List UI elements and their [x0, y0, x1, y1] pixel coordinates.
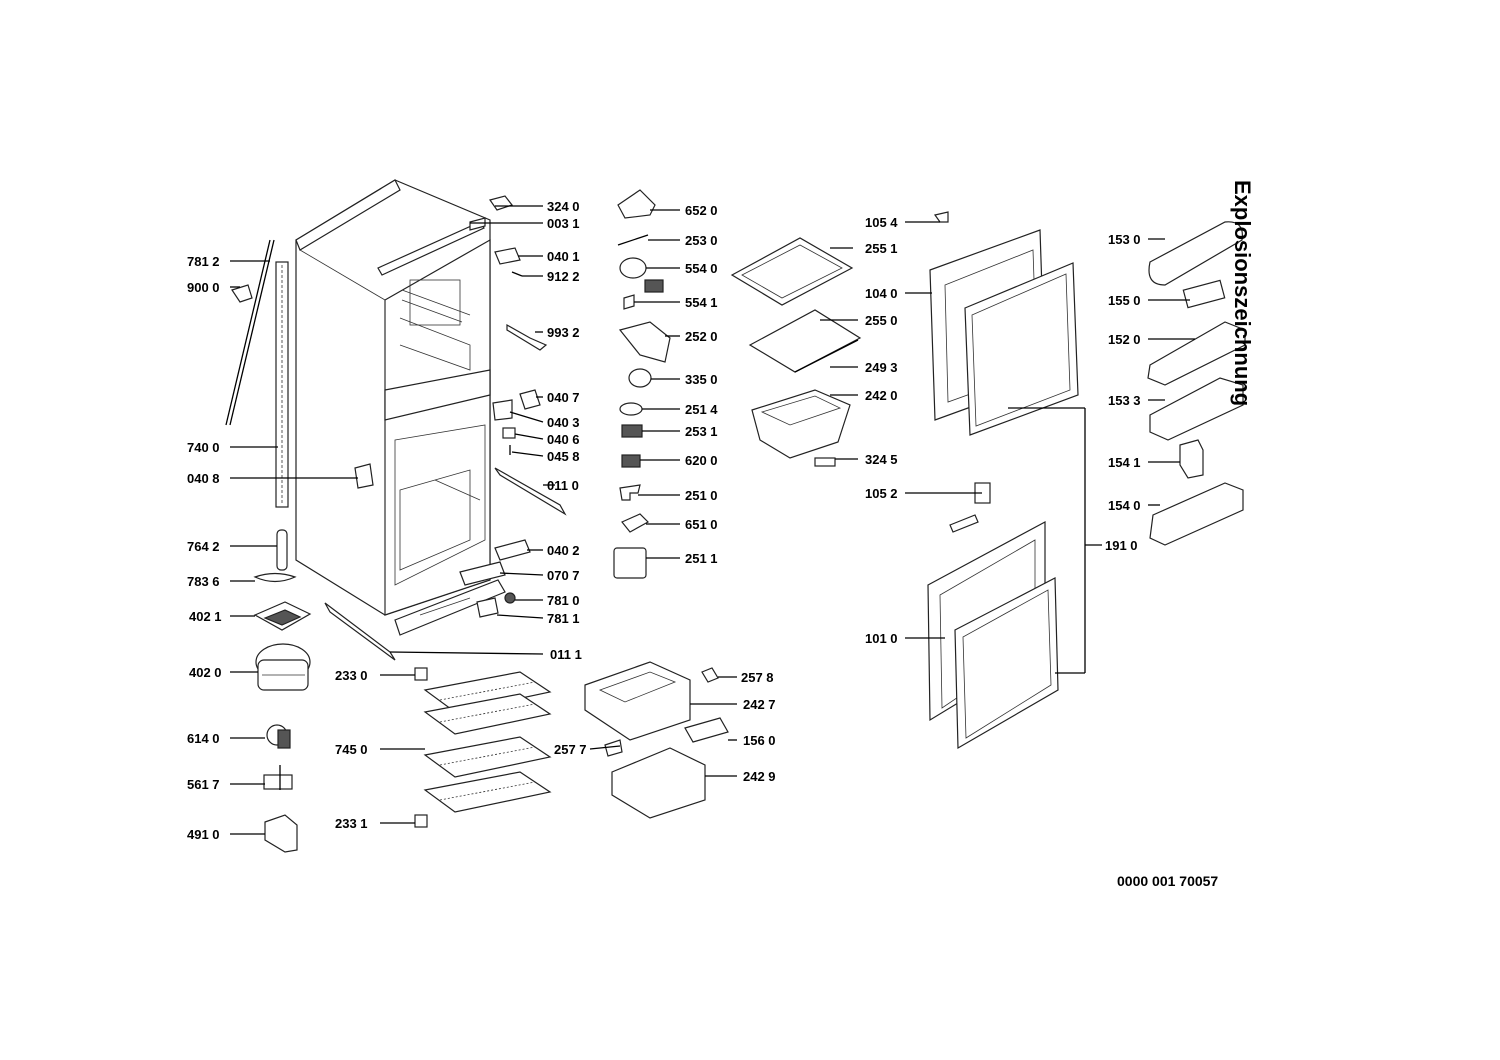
part-label: 781 0 — [547, 593, 580, 608]
part-label: 154 0 — [1108, 498, 1141, 513]
part-label: 191 0 — [1105, 538, 1138, 553]
part-label: 251 0 — [685, 488, 718, 503]
part-label: 040 7 — [547, 390, 580, 405]
middle-parts — [584, 189, 729, 819]
door-shelves — [1147, 221, 1246, 546]
part-label: 251 4 — [685, 402, 718, 417]
part-label: 070 7 — [547, 568, 580, 583]
part-label: 011 1 — [550, 647, 582, 662]
part-label: 040 2 — [547, 543, 580, 558]
compressor-parts — [253, 601, 312, 853]
part-label: 324 0 — [547, 199, 580, 214]
part-label: 993 2 — [547, 325, 580, 340]
part-label: 251 1 — [685, 551, 718, 566]
part-label: 152 0 — [1108, 332, 1141, 347]
part-label: 155 0 — [1108, 293, 1141, 308]
part-label: 651 0 — [685, 517, 718, 532]
part-label: 040 3 — [547, 415, 580, 430]
part-label: 154 1 — [1108, 455, 1141, 470]
part-label: 249 3 — [865, 360, 898, 375]
part-label: 783 6 — [187, 574, 220, 589]
part-label: 040 8 — [187, 471, 220, 486]
part-label: 402 1 — [189, 609, 222, 624]
part-label: 156 0 — [743, 733, 776, 748]
document-number: 0000 001 70057 — [1117, 873, 1219, 889]
part-label: 745 0 — [335, 742, 368, 757]
part-label: 900 0 — [187, 280, 220, 295]
part-label: 255 1 — [865, 241, 898, 256]
part-label: 011 0 — [547, 478, 579, 493]
part-label: 233 0 — [335, 668, 368, 683]
part-label: 781 1 — [547, 611, 580, 626]
part-label: 402 0 — [189, 665, 222, 680]
center-right-parts — [730, 211, 991, 533]
part-label: 153 3 — [1108, 393, 1141, 408]
part-label: 561 7 — [187, 777, 220, 792]
part-label: 740 0 — [187, 440, 220, 455]
part-label: 255 0 — [865, 313, 898, 328]
part-label: 257 8 — [741, 670, 774, 685]
part-label: 003 1 — [547, 216, 580, 231]
part-label: 253 0 — [685, 233, 718, 248]
part-label: 554 0 — [685, 261, 718, 276]
part-label: 242 0 — [865, 388, 898, 403]
part-label: 652 0 — [685, 203, 718, 218]
left-brackets — [231, 195, 567, 661]
cabinet-body — [295, 179, 506, 636]
part-label: 105 4 — [865, 215, 898, 230]
part-label: 105 2 — [865, 486, 898, 501]
leader-lines — [230, 205, 1195, 835]
part-label: 335 0 — [685, 372, 718, 387]
part-label: 104 0 — [865, 286, 898, 301]
part-label: 242 9 — [743, 769, 776, 784]
part-label: 554 1 — [685, 295, 718, 310]
doors — [927, 229, 1086, 750]
part-label: 101 0 — [865, 631, 898, 646]
part-label: 040 6 — [547, 432, 580, 447]
part-labels: 324 0 003 1 040 1 912 2 781 2 900 0 993 … — [187, 199, 1141, 842]
page-title: Explosionszeichnung — [1230, 180, 1255, 407]
condenser — [225, 239, 297, 583]
part-label: 153 0 — [1108, 232, 1141, 247]
wire-shelves — [414, 667, 552, 828]
part-label: 253 1 — [685, 424, 718, 439]
part-label: 620 0 — [685, 453, 718, 468]
part-label: 257 7 — [554, 742, 587, 757]
part-label: 324 5 — [865, 452, 898, 467]
part-label: 781 2 — [187, 254, 220, 269]
part-label: 491 0 — [187, 827, 220, 842]
part-label: 040 1 — [547, 249, 580, 264]
part-label: 252 0 — [685, 329, 718, 344]
part-label: 614 0 — [187, 731, 220, 746]
part-label: 764 2 — [187, 539, 220, 554]
part-label: 912 2 — [547, 269, 580, 284]
part-label: 233 1 — [335, 816, 368, 831]
part-label: 242 7 — [743, 697, 776, 712]
part-label: 045 8 — [547, 449, 580, 464]
